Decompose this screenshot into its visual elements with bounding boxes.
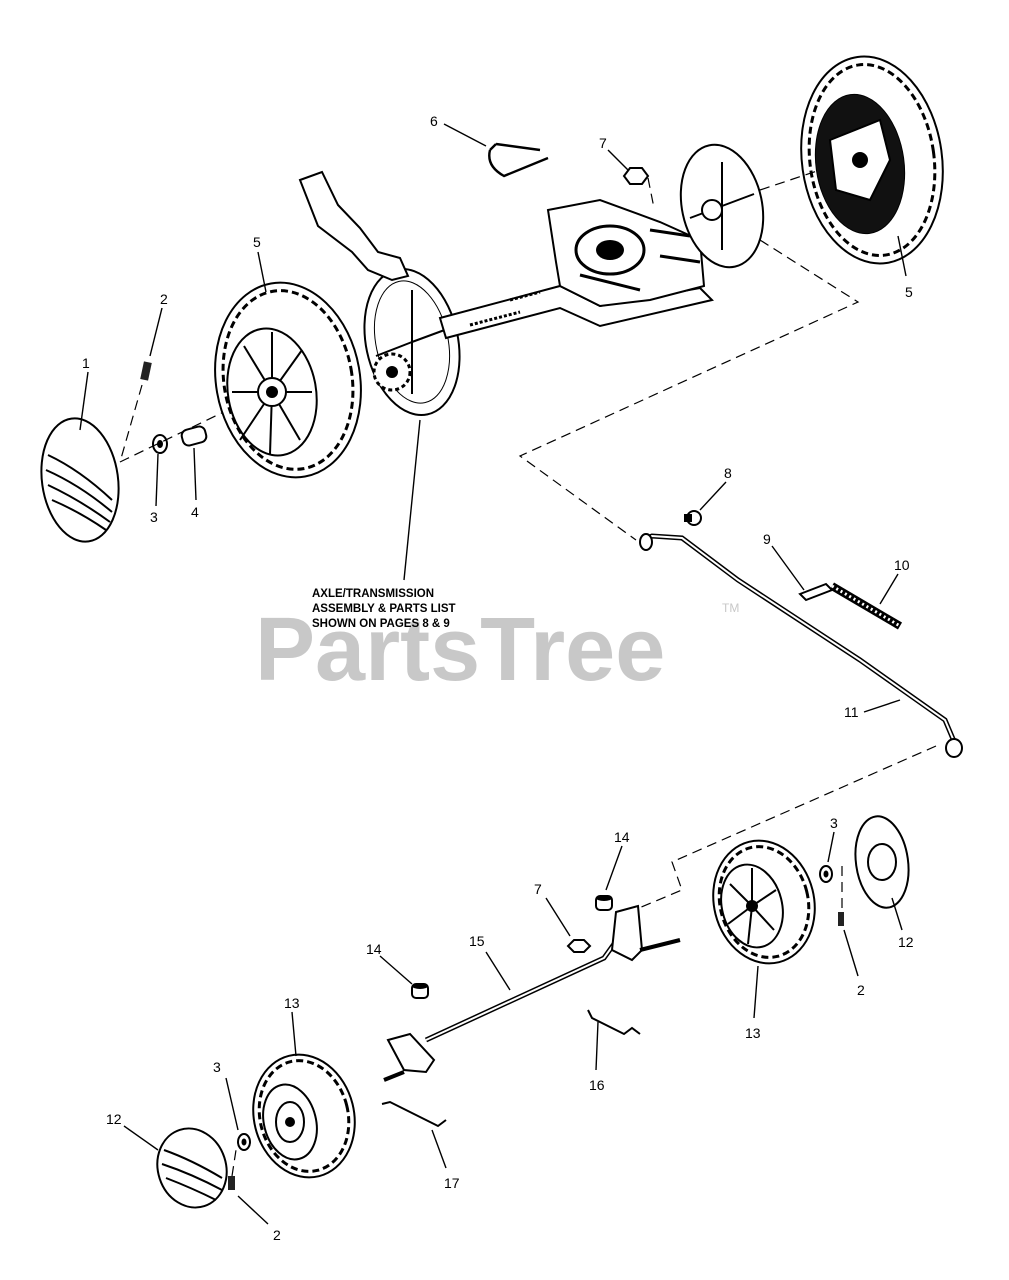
- nut-part[interactable]: [622, 167, 655, 209]
- callout-5-right: 5: [905, 284, 913, 300]
- callout-2-right: 2: [857, 982, 865, 998]
- washer-part[interactable]: [152, 434, 168, 454]
- hub-cap-part[interactable]: [147, 1119, 236, 1216]
- note-line-2: ASSEMBLY & PARTS LIST: [312, 603, 456, 615]
- note-line-1: AXLE/TRANSMISSION: [312, 588, 434, 600]
- callout-11: 11: [844, 704, 859, 720]
- callout-3: 3: [150, 509, 158, 525]
- rear-wheel-right-part[interactable]: [788, 47, 956, 272]
- axle-transmission-note: AXLE/TRANSMISSION ASSEMBLY & PARTS LIST …: [312, 588, 456, 630]
- note-leader-line: [403, 419, 421, 581]
- hub-cap-part[interactable]: [850, 813, 914, 911]
- nut-part[interactable]: [566, 939, 592, 953]
- axle-transmission-assembly[interactable]: [298, 137, 774, 424]
- callout-7-front: 7: [534, 881, 542, 897]
- screw-part[interactable]: [228, 1149, 237, 1190]
- callout-14-lower: 14: [366, 941, 382, 957]
- hub-cap-part[interactable]: [34, 413, 127, 546]
- nut-part[interactable]: [411, 983, 429, 999]
- callout-17: 17: [444, 1175, 460, 1191]
- callout-2-left: 2: [273, 1227, 281, 1243]
- rod-part[interactable]: [639, 533, 963, 758]
- washer-part[interactable]: [819, 865, 833, 883]
- spring-clip-part[interactable]: [381, 1100, 447, 1128]
- callout-10: 10: [894, 557, 910, 573]
- watermark-trademark: TM: [722, 601, 739, 615]
- callout-1: 1: [82, 355, 90, 371]
- callout-13-left: 13: [284, 995, 300, 1011]
- note-line-3: SHOWN ON PAGES 8 & 9: [312, 618, 450, 630]
- front-wheel-left-part[interactable]: [240, 1044, 367, 1189]
- clip-part[interactable]: [488, 142, 549, 178]
- callouts: 1 2 3 4 5 5 6 7 8 9 10 11 14 3 12 7 14: [79, 113, 914, 1243]
- nut-part[interactable]: [595, 895, 613, 911]
- front-wheel-right-part[interactable]: [700, 830, 827, 975]
- callout-16: 16: [589, 1077, 605, 1093]
- callout-4: 4: [191, 504, 199, 520]
- callout-12-right: 12: [898, 934, 914, 950]
- callout-15: 15: [469, 933, 485, 949]
- callout-7-rear: 7: [599, 135, 607, 151]
- screw-part[interactable]: [684, 510, 702, 526]
- callout-9: 9: [763, 531, 771, 547]
- washer-part[interactable]: [237, 1133, 251, 1151]
- callout-2: 2: [160, 291, 168, 307]
- front-axle-part[interactable]: [383, 904, 681, 1082]
- callout-12-left: 12: [106, 1111, 122, 1127]
- callout-3-right: 3: [830, 815, 838, 831]
- callout-6: 6: [430, 113, 438, 129]
- callout-3-left: 3: [213, 1059, 221, 1075]
- screw-part[interactable]: [838, 866, 844, 926]
- callout-5-left: 5: [253, 234, 261, 250]
- screw-part[interactable]: [119, 361, 152, 463]
- watermark-text: PartsTree: [255, 600, 665, 700]
- rear-wheel-left-part[interactable]: [200, 271, 376, 489]
- spring-clip-part[interactable]: [587, 1009, 641, 1036]
- callout-14-upper: 14: [614, 829, 630, 845]
- bracket-part[interactable]: [798, 582, 834, 602]
- spring-part[interactable]: [829, 582, 903, 630]
- callout-8: 8: [724, 465, 732, 481]
- callout-13-right: 13: [745, 1025, 761, 1041]
- watermark: PartsTree TM: [255, 600, 739, 700]
- bushing-part[interactable]: [180, 425, 208, 447]
